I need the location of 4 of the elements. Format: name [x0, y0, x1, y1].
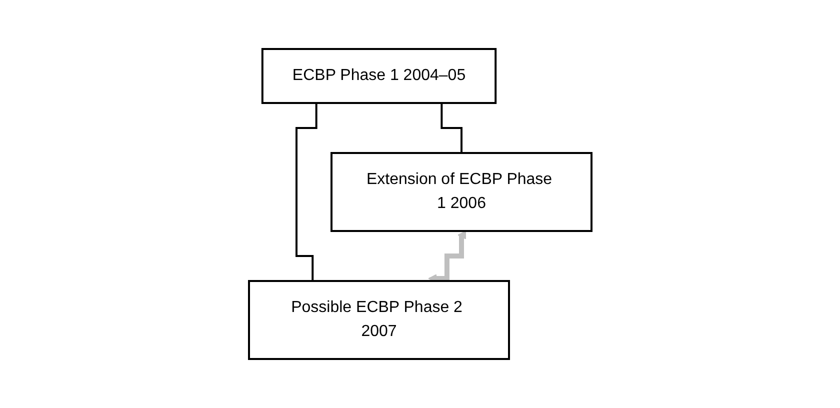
- arrow: [428, 231, 466, 283]
- node-box: Possible ECBP Phase 2 2007: [248, 280, 510, 360]
- node-box: ECBP Phase 1 2004–05: [261, 48, 496, 104]
- node-box: Extension of ECBP Phase 1 2006: [330, 152, 592, 232]
